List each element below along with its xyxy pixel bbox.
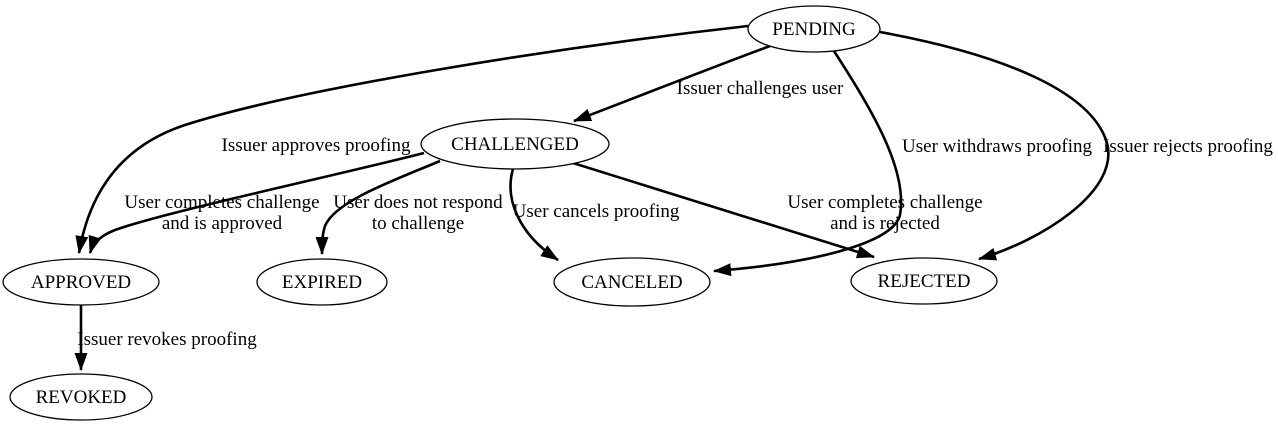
edge-label-approved-revoked: Issuer revokes proofing (77, 329, 257, 350)
edge-pending-approved (75, 24, 749, 254)
node-pending (747, 5, 881, 53)
node-challenged (420, 118, 610, 170)
node-label-pending: PENDING (772, 19, 856, 40)
edges-layer (74, 24, 1110, 371)
node-rejected (850, 257, 998, 305)
edge-label-challenged-rejected: User completes challenge (787, 192, 982, 213)
node-label-rejected: REJECTED (878, 271, 971, 292)
edge-label-challenged-approved: User completes challenge (124, 192, 319, 213)
node-canceled (553, 257, 711, 307)
edge-pending-challenged (573, 44, 771, 123)
edge-label-pending-canceled: User withdraws proofing (902, 136, 1092, 157)
node-revoked (9, 373, 153, 421)
edge-challenged-expired (315, 159, 441, 255)
node-label-expired: EXPIRED (282, 272, 362, 293)
edge-label-challenged-expired: User does not respond (333, 192, 503, 213)
edge-label-challenged-canceled: User cancels proofing (513, 201, 680, 222)
node-label-revoked: REVOKED (36, 387, 127, 408)
edge-challenged-rejected (572, 161, 875, 259)
edge-label-pending-challenged: Issuer challenges user (677, 78, 844, 99)
node-label-canceled: CANCELED (581, 272, 682, 293)
edge-label-pending-approved: Issuer approves proofing (222, 135, 411, 156)
edge-challenged-approved (88, 151, 425, 254)
edge-challenged-canceled (509, 168, 559, 262)
node-approved (2, 258, 160, 306)
edge-label-pending-rejected: Issuer rejects proofing (1103, 136, 1273, 157)
node-label-challenged: CHALLENGED (451, 134, 579, 155)
edge-label-challenged-rejected: and is rejected (830, 213, 940, 234)
edge-label-challenged-expired: to challenge (372, 213, 464, 234)
edge-pending-rejected (879, 30, 1110, 261)
edge-pending-canceled (713, 50, 903, 277)
nodes-layer: PENDING CHALLENGED APPROVED EXPIRED CANCELED… (2, 5, 998, 421)
node-expired (256, 258, 388, 306)
node-label-approved: APPROVED (31, 272, 131, 293)
edge-label-challenged-approved: and is approved (162, 213, 283, 234)
